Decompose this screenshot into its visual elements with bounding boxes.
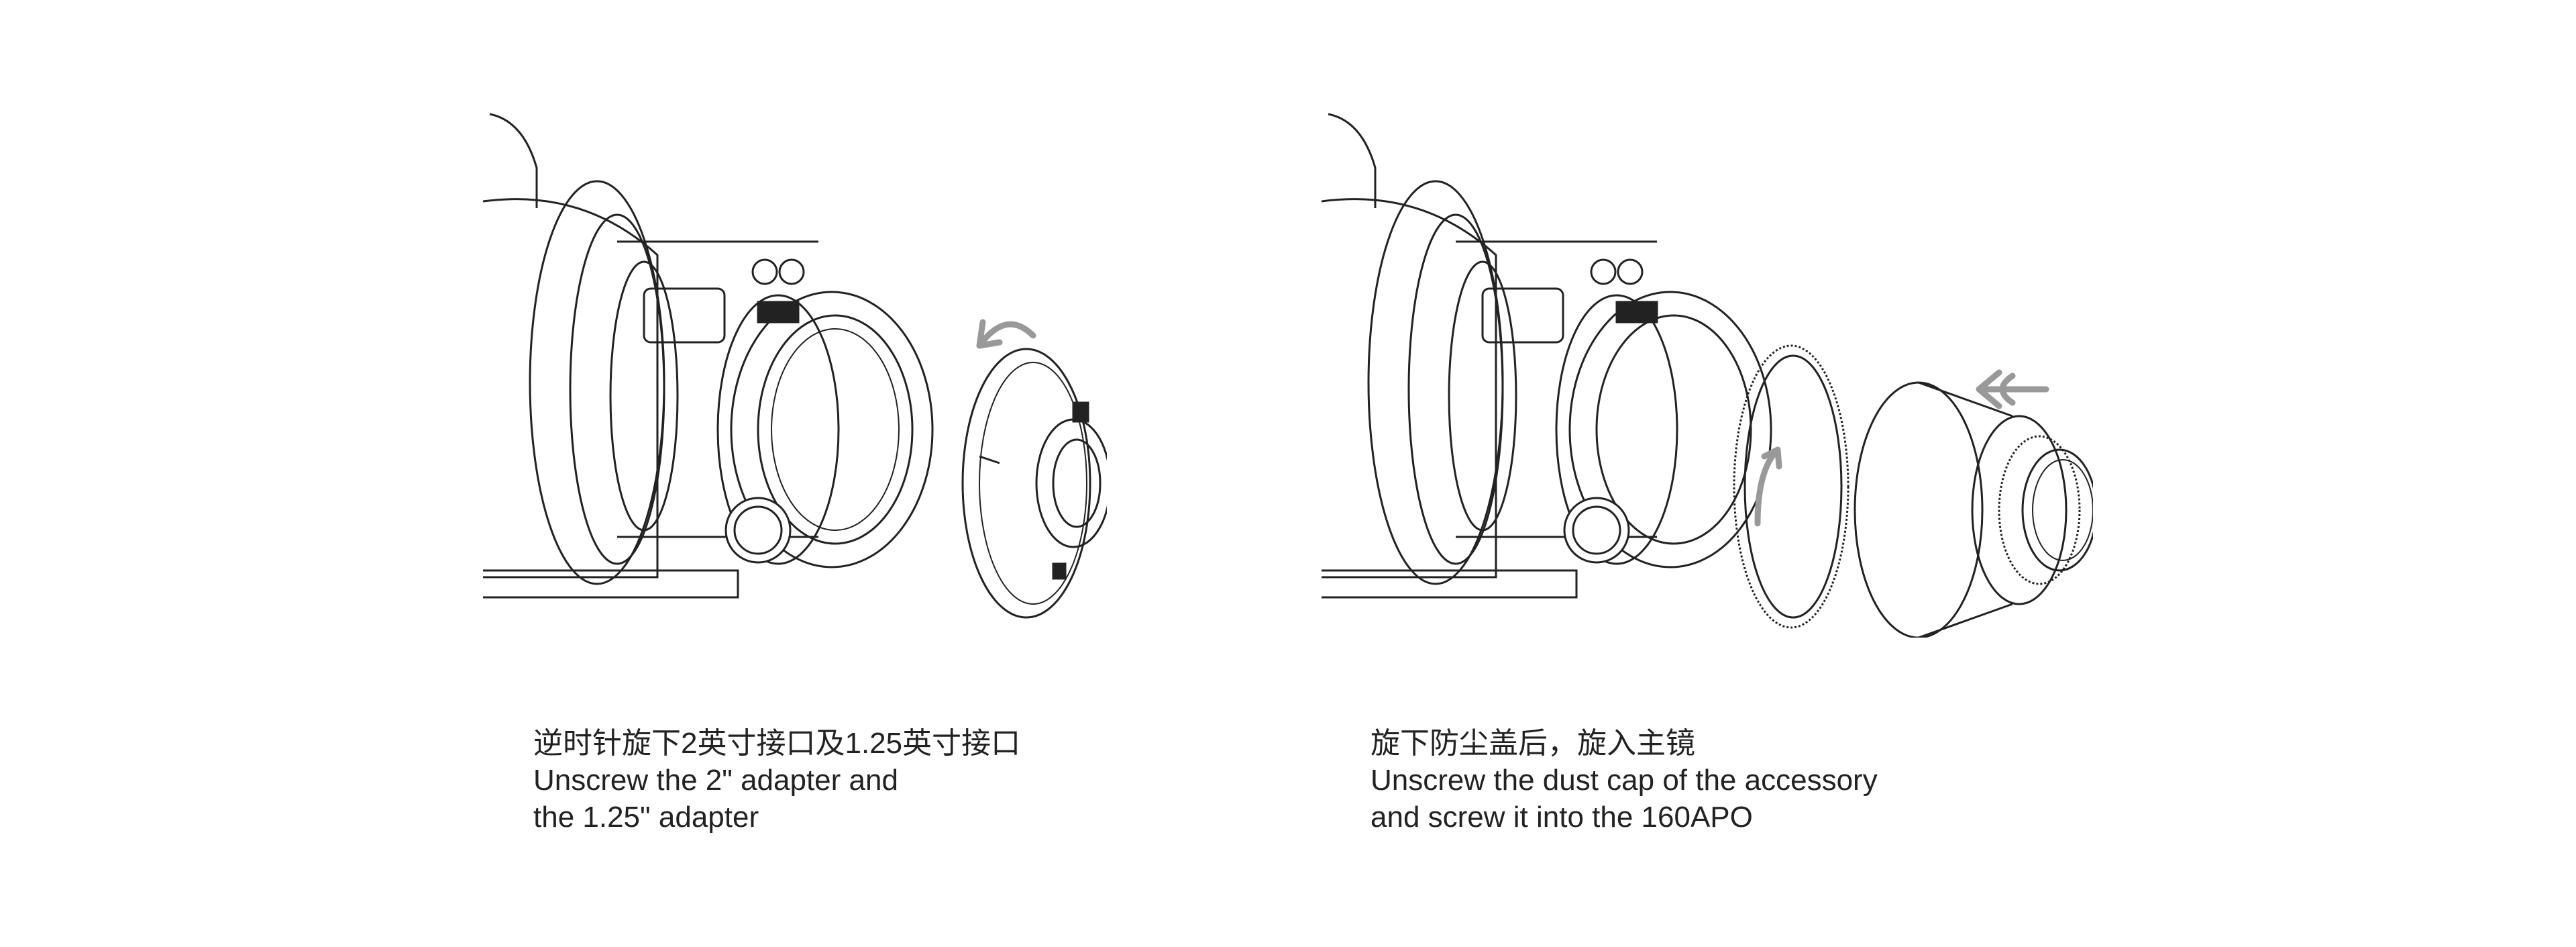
dust-cap-ring-icon: [1733, 344, 1849, 629]
telescope-body-icon: [1321, 113, 1772, 599]
telescope-body-icon: [482, 113, 934, 599]
caption-en-line: Unscrew the 2" adapter and: [533, 764, 898, 797]
step-caption-remove-adapter: 逆时针旋下2英寸接口及1.25英寸接口 Unscrew the 2" adapt…: [533, 725, 1020, 836]
caption-zh: 旋下防尘盖后，旋入主镜: [1371, 727, 1695, 760]
telescope-attach-flattener-illustration: [1321, 107, 2098, 639]
adapter-icon: [961, 348, 1112, 619]
caption-en-line: Unscrew the dust cap of the accessory: [1371, 764, 1878, 797]
caption-zh: 逆时针旋下2英寸接口及1.25英寸接口: [533, 727, 1021, 760]
telescope-remove-adapter-illustration: [482, 107, 1112, 638]
caption-en-line: the 1.25" adapter: [533, 801, 759, 834]
step-caption-attach-flattener: 旋下防尘盖后，旋入主镜 Unscrew the dust cap of the …: [1371, 725, 1878, 836]
flattener-icon: [1854, 381, 2098, 639]
caption-en-line: and screw it into the 160APO: [1371, 801, 1753, 834]
